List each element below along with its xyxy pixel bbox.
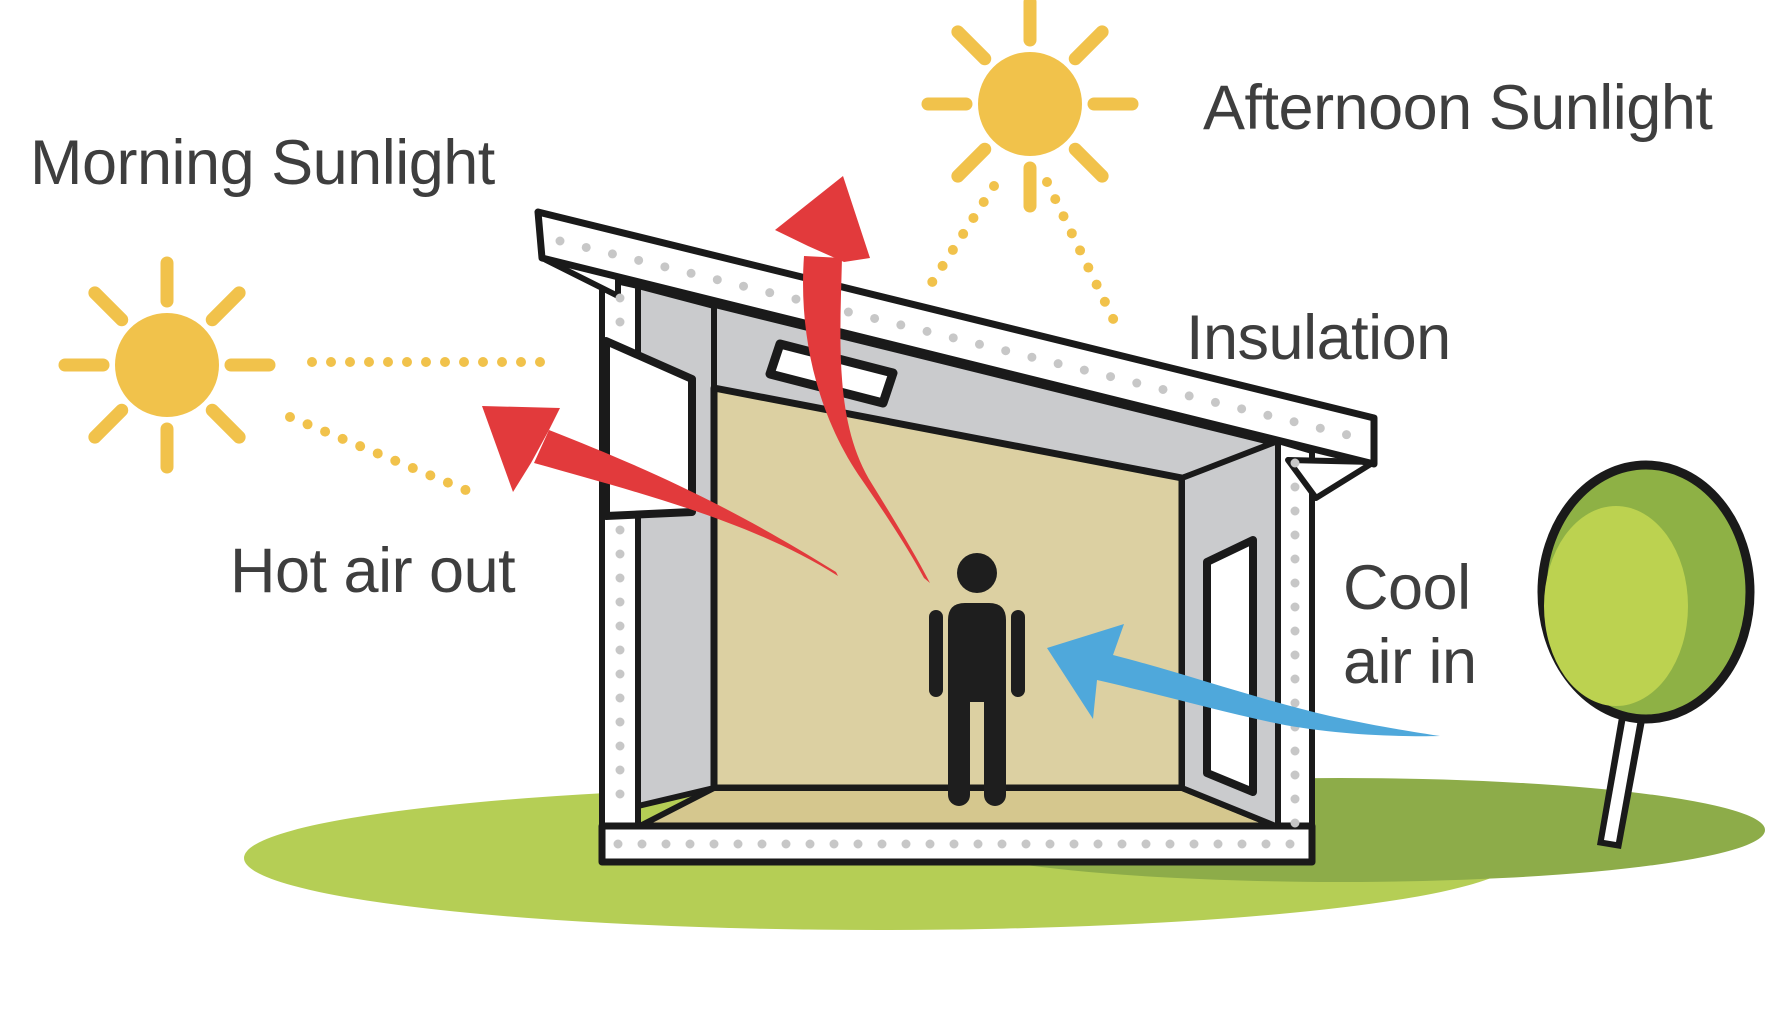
right-window [1203, 536, 1257, 796]
person-head [957, 553, 997, 593]
sun-ray [205, 403, 246, 444]
sun-ray [1068, 142, 1109, 183]
sun-ray [1068, 25, 1109, 66]
sun-ray [88, 286, 129, 327]
hot-air-up-arrow-icon [775, 176, 930, 583]
insulation-dots [555, 236, 1361, 852]
hot-air-up-shaft [803, 256, 930, 583]
hot-air-out-shaft [534, 430, 838, 576]
person-torso [948, 603, 1006, 702]
tree-icon [1537, 460, 1755, 849]
morning-sunlight-label: Morning Sunlight [30, 128, 495, 198]
sunlight-dotted-rays [285, 177, 1124, 496]
hot-air-out-arrow-icon [482, 406, 838, 576]
cool-air-in-line2: air in [1343, 627, 1477, 697]
roof-bracket-right [1285, 457, 1377, 501]
afternoon-ray-left [924, 181, 999, 292]
sun-ray [951, 142, 992, 183]
sun-ray [88, 403, 129, 444]
hot-air-up-head [775, 176, 870, 262]
cool-air-in-line1: Cool [1343, 553, 1471, 623]
tree-canopy-highlight [1544, 506, 1688, 706]
sun-ray [951, 25, 992, 66]
afternoon-sun-disc [978, 52, 1082, 156]
insulation-label: Insulation [1186, 303, 1451, 373]
afternoon-sun-icon [921, 0, 1139, 213]
sun-ray [205, 286, 246, 327]
tree-trunk [1604, 700, 1641, 842]
person-icon [929, 553, 1025, 806]
hot-air-out-head [482, 406, 560, 492]
morning-sun-disc [115, 313, 219, 417]
cool-air-in-label: Cool air in [1343, 551, 1477, 699]
airflow-arrows [482, 176, 1440, 737]
morning-ray-diagonal [285, 412, 473, 496]
morning-sun-icon [58, 256, 276, 474]
afternoon-sunlight-label: Afternoon Sunlight [1203, 73, 1713, 143]
hot-air-out-label: Hot air out [230, 536, 516, 606]
roof-insulation-dots [555, 236, 1361, 442]
afternoon-ray-right [1042, 177, 1124, 336]
cool-air-in-arrow-icon [1047, 624, 1440, 737]
